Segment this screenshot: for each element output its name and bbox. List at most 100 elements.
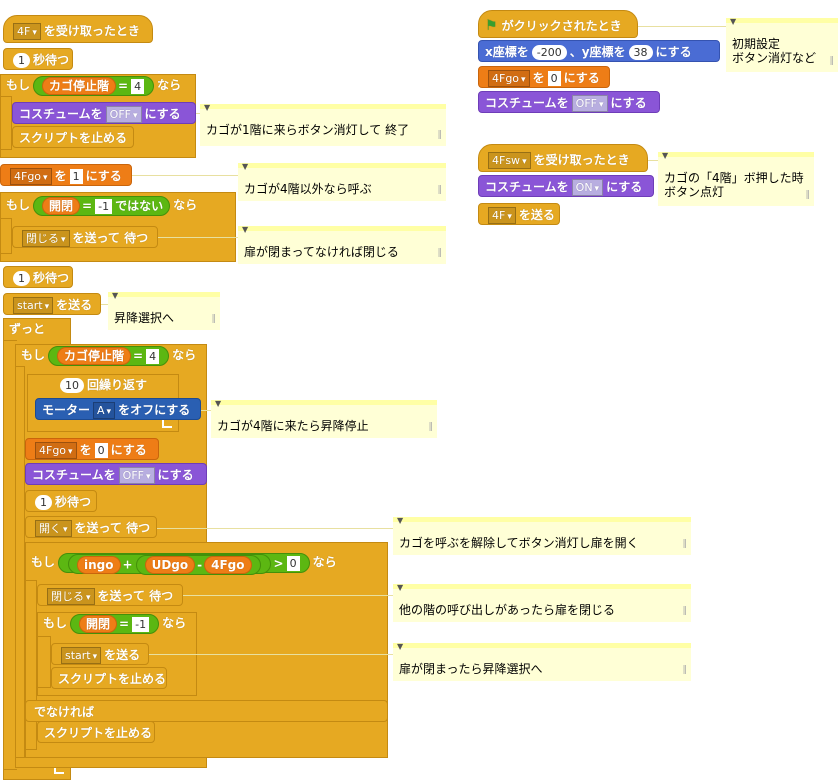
set-variable-block[interactable]: 4Fgoを0にする (478, 66, 610, 88)
motor-off-block[interactable]: モーターAをオフにする (35, 398, 201, 420)
comment-note[interactable]: ▼扉が閉まってなければ閉じる‖ (238, 226, 446, 264)
comment-note[interactable]: ▼他の階の呼び出しがあったら扉を閉じる‖ (393, 584, 691, 622)
add-operator[interactable]: ingo+UDgo-4Fgo (68, 553, 271, 575)
collapse-icon[interactable]: ▼ (397, 583, 404, 592)
variable-reporter[interactable]: 4Fgo (204, 556, 252, 574)
broadcast-block[interactable]: startを送る (3, 293, 101, 315)
resize-grip-icon[interactable]: ‖ (428, 422, 434, 432)
resize-grip-icon[interactable]: ‖ (437, 130, 443, 140)
forever-label[interactable]: ずっと (3, 318, 71, 340)
broadcast-block[interactable]: startを送る (51, 643, 149, 665)
equals-operator[interactable]: カゴ停止階=4 (48, 345, 170, 366)
variable-dropdown[interactable]: 4Fgo (10, 168, 52, 185)
variable-dropdown[interactable]: 4Fgo (488, 70, 530, 87)
when-receive-hat[interactable]: 4Fを受け取ったとき (3, 15, 153, 43)
compare-value[interactable]: 0 (286, 556, 300, 571)
set-value[interactable]: 1 (69, 169, 83, 184)
wait-seconds[interactable]: 1 (35, 495, 52, 510)
variable-reporter[interactable]: ingo (77, 555, 121, 574)
collapse-icon[interactable]: ▼ (242, 162, 249, 171)
costume-dropdown[interactable]: ON (571, 179, 604, 196)
broadcast-and-wait-block[interactable]: 開くを送って 待つ (25, 516, 157, 538)
message-dropdown[interactable]: 閉じる (47, 588, 95, 605)
collapse-icon[interactable]: ▼ (397, 516, 404, 525)
x-value[interactable]: -200 (531, 45, 567, 60)
comment-note[interactable]: ▼扉が閉まったら昇降選択へ‖ (393, 643, 691, 681)
resize-grip-icon[interactable]: ‖ (211, 314, 217, 324)
subtract-operator[interactable]: UDgo-4Fgo (135, 554, 261, 575)
broadcast-and-wait-block[interactable]: 閉じるを送って 待つ (12, 226, 158, 248)
collapse-icon[interactable]: ▼ (215, 399, 222, 408)
switch-costume-block[interactable]: コスチュームをOFFにする (25, 463, 207, 485)
wait-seconds[interactable]: 1 (13, 271, 30, 286)
stop-script-block[interactable]: スクリプトを止める (51, 667, 167, 689)
equals-operator[interactable]: 開閉=-1 (70, 613, 160, 634)
motor-port-dropdown[interactable]: A (93, 402, 116, 419)
comment-note[interactable]: ▼カゴの「4階」ボ押した時ボタン点灯‖ (658, 152, 814, 206)
set-value[interactable]: 0 (547, 71, 561, 86)
message-dropdown[interactable]: start (61, 647, 102, 664)
message-dropdown[interactable]: start (13, 297, 54, 314)
message-dropdown[interactable]: 4Fsw (488, 152, 531, 169)
resize-grip-icon[interactable]: ‖ (682, 606, 688, 616)
message-dropdown[interactable]: 4F (13, 23, 41, 40)
collapse-icon[interactable]: ▼ (662, 151, 669, 160)
collapse-icon[interactable]: ▼ (730, 17, 737, 26)
variable-reporter[interactable]: カゴ停止階 (57, 347, 132, 365)
stop-script-block[interactable]: スクリプトを止める (12, 126, 134, 148)
comment-note[interactable]: ▼初期設定ボタン消灯など‖ (726, 18, 838, 72)
when-flag-clicked-hat[interactable]: ⚑がクリックされたとき (478, 10, 638, 38)
broadcast-block[interactable]: 4Fを送る (478, 203, 560, 225)
set-variable-block[interactable]: 4Fgoを0にする (25, 438, 159, 460)
message-dropdown[interactable]: 開く (35, 520, 72, 537)
collapse-icon[interactable]: ▼ (112, 291, 119, 300)
y-value[interactable]: 38 (628, 45, 653, 60)
compare-value[interactable]: 4 (146, 348, 160, 364)
resize-grip-icon[interactable]: ‖ (682, 539, 688, 549)
switch-costume-block[interactable]: コスチュームをOFFにする (12, 102, 196, 124)
variable-reporter[interactable]: 開閉 (79, 615, 118, 633)
resize-grip-icon[interactable]: ‖ (805, 190, 811, 200)
set-variable-block[interactable]: 4Fgoを1にする (0, 164, 132, 186)
broadcast-and-wait-block[interactable]: 閉じるを送って 待つ (37, 584, 183, 606)
repeat-count[interactable]: 10 (60, 378, 84, 393)
collapse-icon[interactable]: ▼ (204, 103, 211, 112)
stop-script-block[interactable]: スクリプトを止める (37, 721, 155, 743)
message-dropdown[interactable]: 閉じる (22, 230, 70, 247)
resize-grip-icon[interactable]: ‖ (437, 248, 443, 258)
costume-dropdown[interactable]: OFF (105, 106, 142, 123)
variable-dropdown[interactable]: 4Fgo (35, 442, 77, 459)
else-label[interactable]: でなければ (25, 700, 388, 722)
comment-note[interactable]: ▼カゴが4階に来たら昇降停止‖ (211, 400, 437, 438)
when-receive-hat[interactable]: 4Fswを受け取ったとき (478, 144, 648, 172)
comment-note[interactable]: ▼カゴが4階以外なら呼ぶ‖ (238, 163, 446, 201)
comment-note[interactable]: ▼カゴを呼ぶを解除してボタン消灯し扉を開く‖ (393, 517, 691, 555)
message-dropdown[interactable]: 4F (488, 207, 516, 224)
resize-grip-icon[interactable]: ‖ (829, 56, 835, 66)
costume-dropdown[interactable]: OFF (571, 95, 608, 112)
variable-reporter[interactable]: UDgo (144, 556, 196, 574)
switch-costume-block[interactable]: コスチュームをONにする (478, 175, 654, 197)
equals-operator[interactable]: カゴ停止階=4 (33, 75, 155, 96)
set-value[interactable]: 0 (94, 443, 108, 458)
comment-note[interactable]: ▼昇降選択へ‖ (108, 292, 220, 330)
resize-grip-icon[interactable]: ‖ (437, 185, 443, 195)
compare-value[interactable]: 4 (131, 78, 145, 94)
wait-seconds[interactable]: 1 (13, 53, 30, 68)
compare-value[interactable]: -1 (95, 198, 113, 214)
resize-grip-icon[interactable]: ‖ (682, 665, 688, 675)
collapse-icon[interactable]: ▼ (397, 642, 404, 651)
variable-reporter[interactable]: 開閉 (42, 197, 81, 215)
comment-note[interactable]: ▼カゴが1階に来らボタン消灯して 終了‖ (200, 104, 446, 146)
variable-reporter[interactable]: カゴ停止階 (42, 77, 117, 95)
